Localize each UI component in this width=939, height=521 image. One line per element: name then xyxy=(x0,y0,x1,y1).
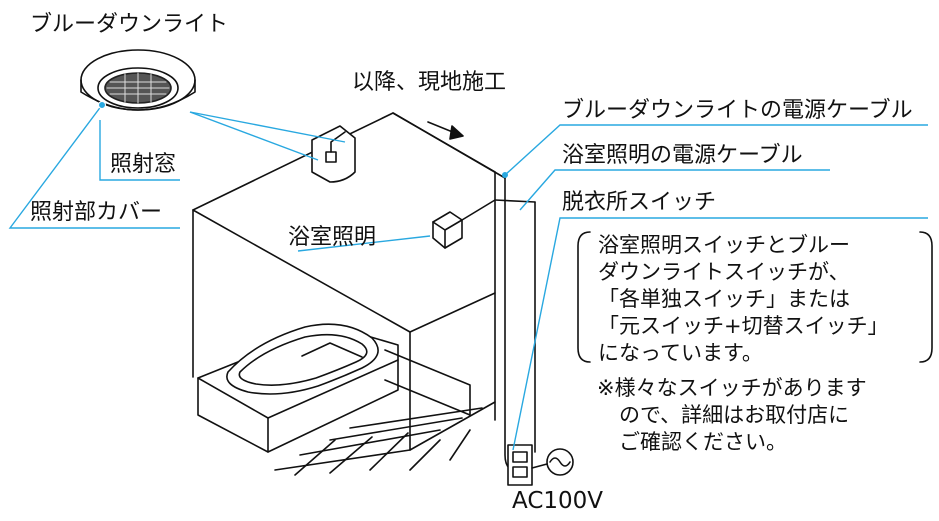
disclaimer-line: ※様々なスイッチがあります xyxy=(597,376,867,400)
switch-note: 浴室照明スイッチとブルー ダウンライトスイッチが、 「各単独スイッチ」または 「… xyxy=(598,232,889,367)
leader-lines xyxy=(8,104,928,451)
label-blue-downlight: ブルーダウンライト xyxy=(30,12,229,37)
blue-downlight-icon xyxy=(80,49,196,111)
label-bath-light-cable: 浴室照明の電源ケーブル xyxy=(562,143,803,168)
disclaimer-line: ご確認ください。 xyxy=(619,430,787,454)
arrow-head-icon xyxy=(449,125,464,140)
disclaimer-line: ので、詳細はお取付店に xyxy=(619,403,850,427)
label-blue-downlight-cable: ブルーダウンライトの電源ケーブル xyxy=(562,98,913,123)
ac-source-icon xyxy=(531,448,574,476)
switch-note-line: ダウンライトスイッチが、 xyxy=(598,260,850,284)
bath-light-icon xyxy=(432,199,496,249)
left-bracket xyxy=(577,231,591,363)
label-dressing-room-switch: 脱衣所スイッチ xyxy=(562,190,717,215)
switch-note-line: 「元スイッチ+切替スイッチ」 xyxy=(598,314,889,338)
label-irradiation-cover: 照射部カバー xyxy=(30,200,163,225)
leader-dot-cover xyxy=(98,101,106,109)
label-ac-power: AC100V xyxy=(512,488,604,514)
disclaimer-note: ※様々なスイッチがあります ので、詳細はお取付店に ご確認ください。 xyxy=(597,375,867,456)
switch-note-line: 「各単独スイッチ」または xyxy=(598,287,850,311)
leader-dot-cable xyxy=(502,172,508,178)
right-bracket xyxy=(919,231,933,363)
switch-note-line: になっています。 xyxy=(598,341,763,365)
label-bath-light: 浴室照明 xyxy=(288,225,377,250)
switch-note-line: 浴室照明スイッチとブルー xyxy=(598,233,850,257)
label-irradiation-window: 照射窓 xyxy=(110,152,177,177)
label-onsite-work: 以降、現地施工 xyxy=(352,70,507,95)
junction-box-icon xyxy=(311,125,356,183)
outlet-icon xyxy=(507,444,533,486)
